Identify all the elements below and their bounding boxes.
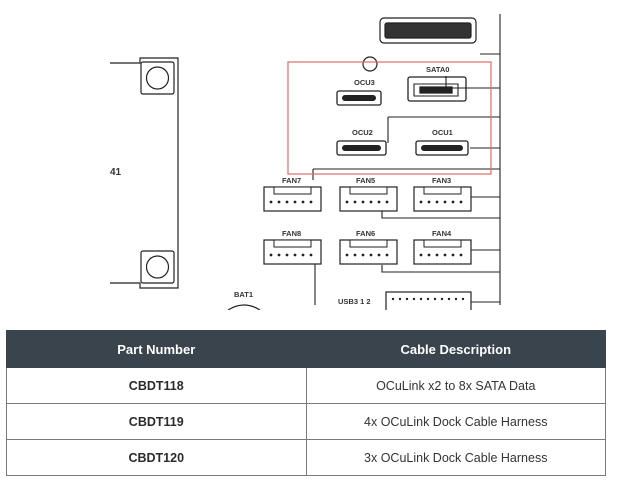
- usb3-header: [385, 291, 472, 310]
- ocu1-label: OCU1: [432, 128, 453, 137]
- mounting-bracket: [110, 57, 179, 289]
- table-row: CBDT119 4x OCuLink Dock Cable Harness: [6, 403, 606, 440]
- oculink-highlight-box: [287, 61, 492, 175]
- table-row: CBDT120 3x OCuLink Dock Cable Harness: [6, 439, 606, 476]
- table-header-row: Part Number Cable Description: [6, 330, 606, 368]
- top-connector: [379, 17, 477, 44]
- fan3-header: [413, 186, 472, 212]
- board-diagram: 41 OCU3 SATA0 OCU2: [110, 14, 501, 310]
- bat1-label: BAT1: [234, 290, 253, 299]
- fan5-header: [339, 186, 398, 212]
- fan6-label: FAN6: [356, 229, 375, 238]
- fan6-header: [339, 239, 398, 265]
- battery-outline: [227, 304, 261, 310]
- fan5-label: FAN5: [356, 176, 375, 185]
- ocu1-connector: [415, 140, 469, 156]
- table-row: CBDT118 OCuLink x2 to 8x SATA Data: [6, 367, 606, 404]
- board-edge-lines: [312, 14, 501, 305]
- fan7-label: FAN7: [282, 176, 301, 185]
- part-number-cell: CBDT120: [6, 439, 307, 476]
- fan8-label: FAN8: [282, 229, 301, 238]
- fan8-header: [263, 239, 322, 265]
- mounting-hole-top: [145, 66, 170, 90]
- cable-description-cell: OCuLink x2 to 8x SATA Data: [305, 367, 606, 404]
- fan7-header: [263, 186, 322, 212]
- fan3-label: FAN3: [432, 176, 451, 185]
- mounting-hole-bottom: [145, 255, 170, 279]
- ocu3-label: OCU3: [354, 78, 375, 87]
- part-number-table: Part Number Cable Description CBDT118 OC…: [6, 330, 606, 476]
- standoff-circle: [362, 56, 378, 72]
- fan4-label: FAN4: [432, 229, 452, 238]
- ocu2-connector: [336, 140, 387, 156]
- ocu2-label: OCU2: [352, 128, 373, 137]
- ocu3-connector: [336, 90, 382, 106]
- sata0-label: SATA0: [426, 65, 449, 74]
- part-number-cell: CBDT119: [6, 403, 307, 440]
- sata0-connector: [407, 76, 467, 102]
- cable-description-cell: 4x OCuLink Dock Cable Harness: [305, 403, 606, 440]
- usb3-label: USB3 1 2: [338, 297, 371, 306]
- header-cable-description: Cable Description: [305, 330, 606, 368]
- part-number-cell: CBDT118: [6, 367, 307, 404]
- side-label: 41: [110, 167, 122, 178]
- header-part-number: Part Number: [6, 330, 307, 368]
- fan4-header: [413, 239, 472, 265]
- cable-description-cell: 3x OCuLink Dock Cable Harness: [305, 439, 606, 476]
